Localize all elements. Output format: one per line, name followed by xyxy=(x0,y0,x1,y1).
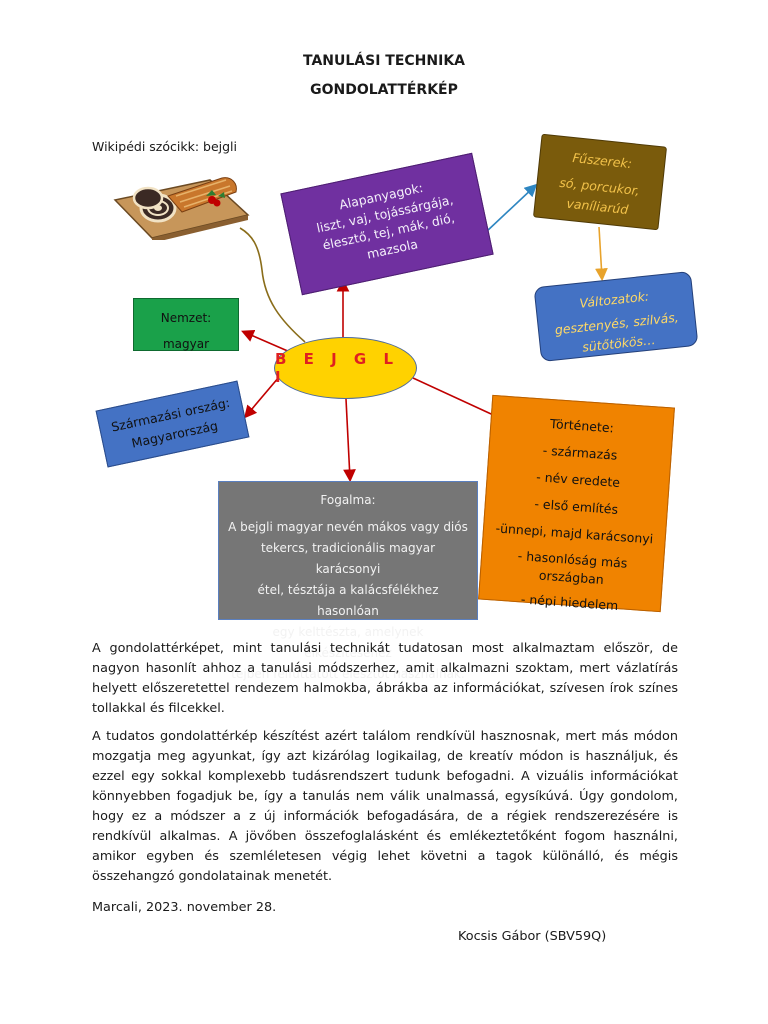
node-nemzet: Nemzet: magyar xyxy=(133,298,239,351)
place-date: Marcali, 2023. november 28. xyxy=(92,900,276,915)
arrow-to-valtozatok xyxy=(599,227,602,278)
node-fogalma-line: tekercs, tradicionális magyar karácsonyi xyxy=(227,538,469,580)
paragraph-2: A tudatos gondolattérkép készítést azért… xyxy=(92,727,678,887)
node-tortenete: Története: - származás - név eredete - e… xyxy=(478,395,675,612)
paragraph-1: A gondolattérképet, mint tanulási techni… xyxy=(92,639,678,719)
node-fogalma: Fogalma: A bejgli magyar nevén mákos vag… xyxy=(218,481,478,620)
node-fogalma-line: A bejgli magyar nevén mákos vagy diós xyxy=(227,517,469,538)
node-fuszerek: Fűszerek: só, porcukor, vaníliarúd xyxy=(533,134,667,231)
bejgli-pastry-image xyxy=(110,160,250,240)
arrow-to-tortenete xyxy=(413,378,502,419)
arrow-to-fuszerek xyxy=(486,186,535,232)
node-nemzet-value: magyar xyxy=(134,331,238,357)
node-nemzet-label: Nemzet: xyxy=(134,305,238,331)
center-node-label: B E J G L I xyxy=(275,350,416,386)
node-fogalma-label: Fogalma: xyxy=(227,490,469,511)
author-signature: Kocsis Gábor (SBV59Q) xyxy=(458,929,606,944)
center-node-bejgli: B E J G L I xyxy=(274,337,417,399)
arrow-to-nemzet xyxy=(244,332,290,352)
arrow-to-fogalma xyxy=(346,399,350,479)
node-fogalma-line: étel, tésztája a kalácsfélékhez hasonlóa… xyxy=(227,580,469,622)
